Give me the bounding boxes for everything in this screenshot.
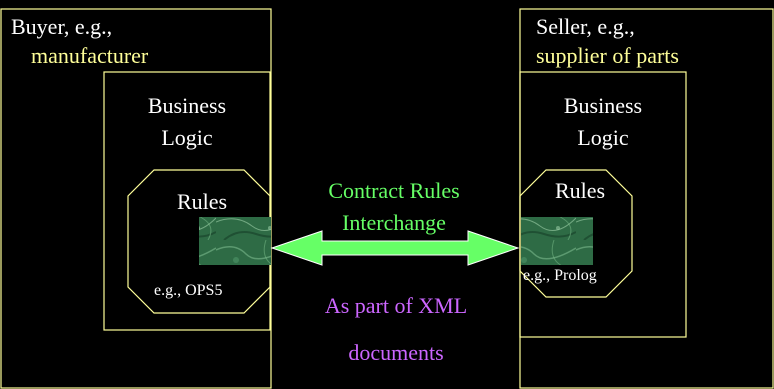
seller-logic-label-line1: Business	[563, 93, 643, 118]
buyer-title: Buyer, e.g.,	[11, 14, 113, 39]
seller-rules-tile	[521, 217, 593, 265]
seller-subtitle: supplier of parts	[536, 43, 679, 68]
seller-rules-label: Rules	[554, 178, 606, 203]
buyer-rules-octagon	[127, 169, 271, 314]
interchange-label-line2: Interchange	[342, 210, 446, 235]
interchange-double-arrow	[270, 230, 520, 266]
seller-rules-octagon	[519, 169, 633, 298]
interchange-label-line1: Contract Rules	[328, 178, 460, 203]
seller-engine-example: e.g., Prolog	[523, 267, 597, 284]
xml-note-line2: documents	[348, 340, 444, 365]
buyer-box	[0, 8, 272, 389]
buyer-logic-label-line1: Business	[147, 93, 227, 118]
buyer-subtitle: manufacturer	[31, 43, 149, 68]
buyer-engine-example: e.g., OPS5	[154, 282, 223, 299]
seller-logic-label-line2: Logic	[577, 125, 629, 150]
seller-title: Seller, e.g.,	[536, 14, 635, 39]
buyer-rules-tile	[199, 217, 271, 265]
buyer-logic-label-line2: Logic	[161, 125, 213, 150]
xml-note-line1: As part of XML	[324, 293, 468, 318]
buyer-rules-label: Rules	[176, 189, 228, 214]
